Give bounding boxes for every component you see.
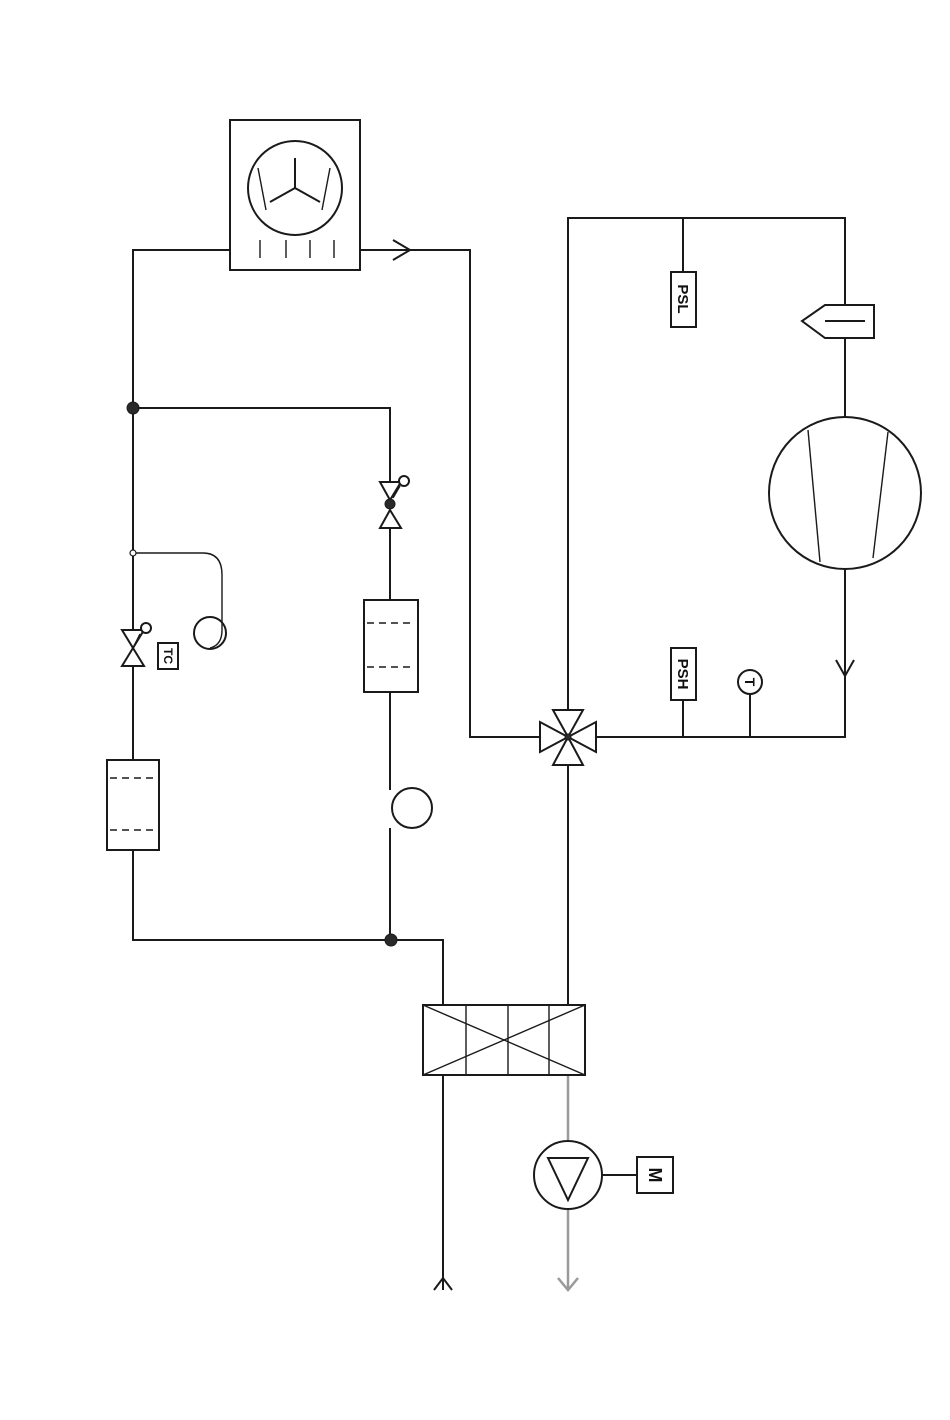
junction-node-top (127, 402, 139, 414)
temperature-sensor: T (738, 670, 762, 694)
thermostatic-expansion-valve: TC (122, 550, 226, 669)
liquid-receiver (107, 760, 159, 850)
condenser-fan-unit (230, 120, 360, 270)
piping (133, 218, 845, 1290)
flow-arrows (393, 240, 854, 1290)
psl-switch: PSL (671, 272, 696, 327)
motor: M (637, 1157, 673, 1193)
heat-exchanger (423, 1005, 585, 1075)
tc-label: TC (161, 648, 175, 664)
psh-switch: PSH (671, 648, 696, 700)
psh-label: PSH (674, 659, 691, 690)
junction-node-bottom (385, 934, 397, 946)
suction-accumulator (802, 305, 874, 338)
psl-label: PSL (674, 284, 691, 313)
compressor (769, 417, 921, 569)
filter-drier (364, 600, 418, 692)
t-label: T (742, 678, 758, 687)
four-way-valve (540, 710, 596, 765)
sight-glass (392, 788, 432, 828)
solenoid-valve (380, 476, 409, 528)
m-label: M (645, 1168, 665, 1183)
pump (534, 1141, 637, 1209)
